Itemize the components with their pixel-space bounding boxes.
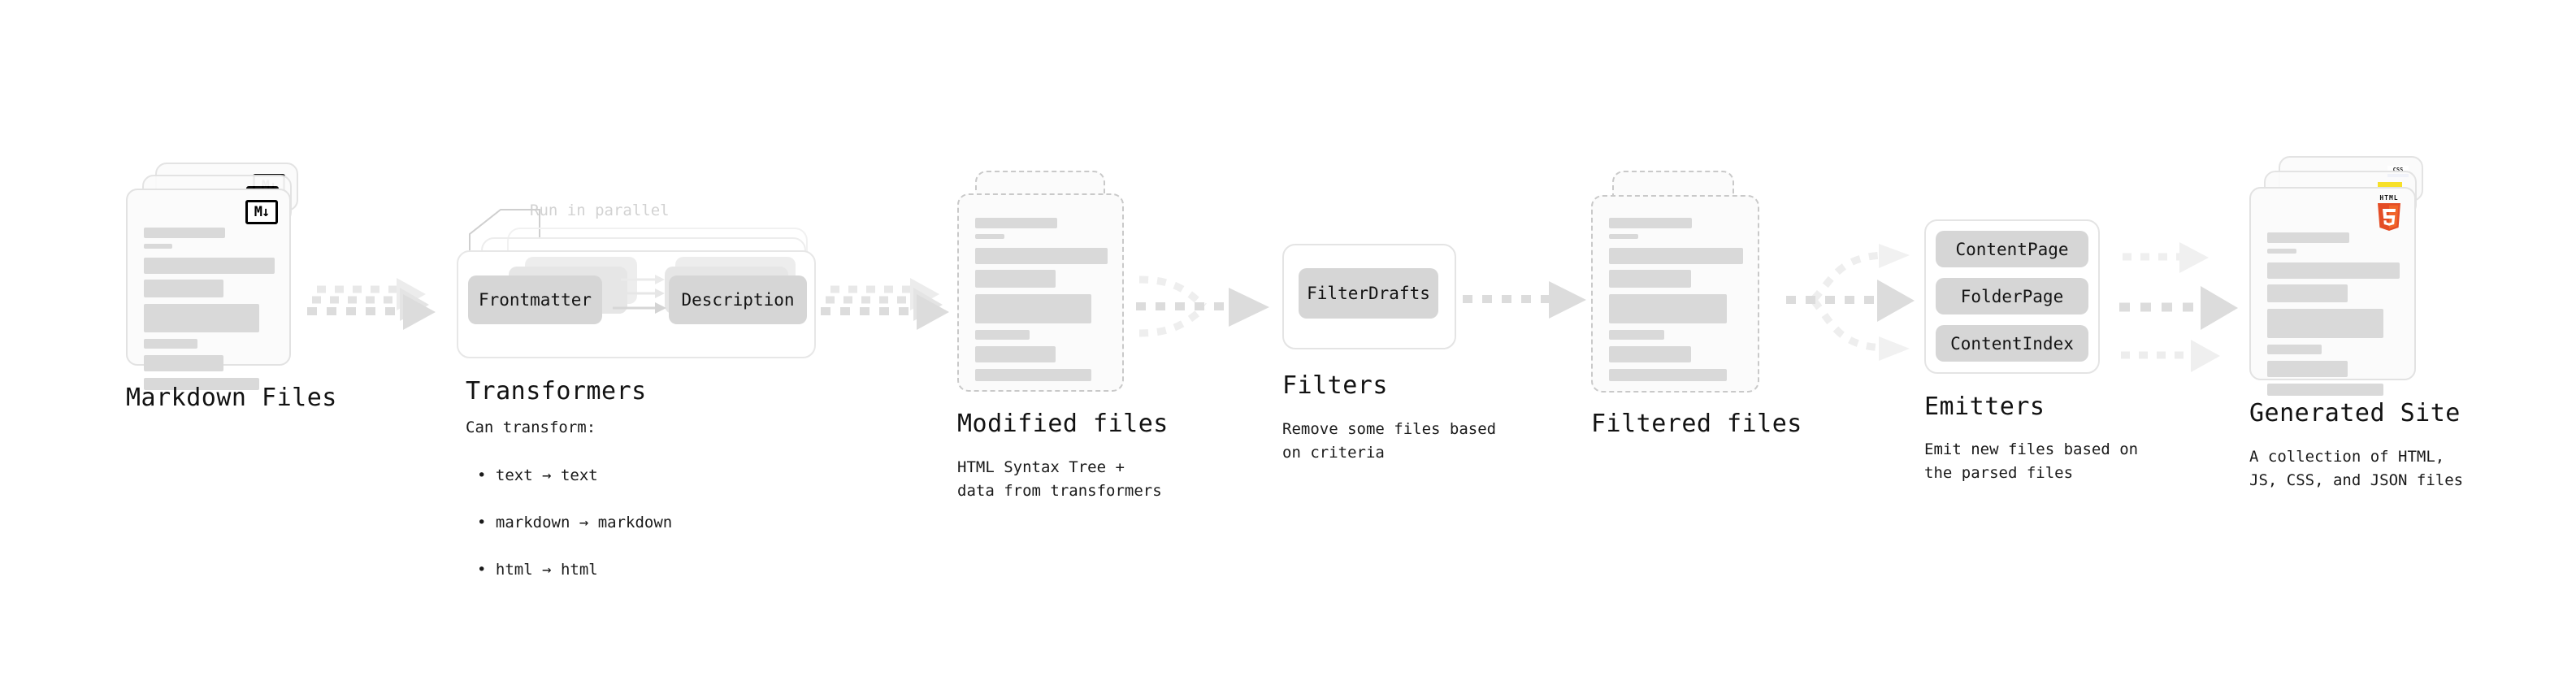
placeholder-line <box>975 234 1004 239</box>
html5-icon: HTML <box>2375 195 2403 232</box>
placeholder-line <box>975 294 1092 323</box>
generated-site-description: A collection of HTML, JS, CSS, and JSON … <box>2249 448 2464 489</box>
file-content-placeholder <box>1609 218 1743 381</box>
placeholder-line <box>2267 232 2350 243</box>
filters-description: Remove some files based on criteria <box>1282 420 1497 462</box>
transformer-node-label: Description <box>681 290 795 310</box>
placeholder-line <box>1609 270 1691 288</box>
placeholder-line <box>1609 234 1639 239</box>
bullet-text: text → text <box>495 466 598 484</box>
arrow-filtered-to-emitters <box>1770 236 1941 374</box>
transformers-desc-lead: Can transform: <box>466 419 596 436</box>
stage-markdown-files: M↓ M↓ M↓ <box>126 163 467 423</box>
file-content-placeholder <box>975 218 1108 381</box>
generated-file-front: HTML <box>2249 187 2416 396</box>
transformers-bullet: • html → html <box>466 536 672 582</box>
placeholder-line <box>2267 345 2322 354</box>
stage-modified-files: Modified files HTML Syntax Tree + data f… <box>957 171 1299 500</box>
stage-label-transformers: Transformers <box>466 377 647 406</box>
transformer-node-description[interactable]: Description <box>669 275 807 324</box>
emitter-node-folderpage[interactable]: FolderPage <box>1936 278 2088 314</box>
placeholder-line <box>2267 284 2348 302</box>
bullet-dot: • <box>477 561 496 579</box>
transformer-node-frontmatter[interactable]: Frontmatter <box>468 275 602 324</box>
filtered-file-front <box>1591 195 1759 393</box>
css-icon-label: CSS <box>2392 167 2404 173</box>
stage-generated-site: CSS HTML <box>2249 156 2576 489</box>
arrow-transformers-to-modified <box>821 268 967 349</box>
html5-icon-label: HTML <box>2379 194 2399 202</box>
placeholder-line <box>144 304 259 332</box>
stage-filtered-files: Filtered files <box>1591 171 1932 437</box>
placeholder-line <box>144 228 225 238</box>
placeholder-line <box>144 244 173 249</box>
generated-site-file-stack: CSS HTML <box>2249 156 2436 424</box>
markdown-file-front: M↓ <box>126 189 291 390</box>
placeholder-line <box>2267 309 2384 338</box>
emitter-node-label: ContentPage <box>1955 239 2069 259</box>
placeholder-line <box>2267 384 2384 396</box>
bullet-dot: • <box>477 466 496 484</box>
stage-label-filtered-files: Filtered files <box>1591 410 1802 438</box>
stage-label-generated-site: Generated Site <box>2249 399 2461 427</box>
placeholder-line <box>2267 361 2348 377</box>
emitter-node-label: ContentIndex <box>1950 333 2074 354</box>
placeholder-line <box>144 355 224 371</box>
file-content-placeholder <box>2267 232 2400 396</box>
markdown-icon: M↓ <box>245 200 278 224</box>
placeholder-line <box>1609 294 1728 323</box>
placeholder-line <box>975 330 1030 340</box>
emitters-description: Emit new files based on the parsed files <box>1924 440 2139 482</box>
placeholder-line <box>144 258 275 274</box>
placeholder-line <box>975 346 1056 362</box>
placeholder-line <box>1609 330 1664 340</box>
markdown-icon-glyph: M↓ <box>245 200 278 224</box>
parallel-bracket <box>469 209 540 257</box>
emitter-node-label: FolderPage <box>1960 286 2064 306</box>
modified-files-description: HTML Syntax Tree + data from transformer… <box>957 458 1162 500</box>
arrow-emitters-to-site <box>2119 229 2266 375</box>
placeholder-line <box>975 248 1108 264</box>
placeholder-line <box>2267 249 2296 254</box>
file-content-placeholder <box>144 228 275 390</box>
placeholder-line <box>1609 346 1691 362</box>
filtered-file-stack <box>1591 171 1766 414</box>
placeholder-line <box>975 218 1058 228</box>
filter-node-filterdrafts[interactable]: FilterDrafts <box>1299 268 1438 319</box>
markdown-file-stack: M↓ M↓ M↓ <box>126 163 301 423</box>
transformer-node-label: Frontmatter <box>478 290 592 310</box>
stage-label-emitters: Emitters <box>1924 393 2045 421</box>
html5-icon-glyph: HTML <box>2375 195 2403 232</box>
transformers-bullet: • markdown → markdown <box>466 488 672 535</box>
modified-file-stack <box>957 171 1132 414</box>
placeholder-line <box>144 280 224 297</box>
transformers-bullet: • text → text <box>466 441 672 488</box>
run-in-parallel-label: Run in parallel <box>530 202 670 219</box>
placeholder-line <box>975 369 1092 381</box>
transformers-description: Can transform: • text → text • markdown … <box>466 416 672 582</box>
placeholder-line <box>144 378 259 390</box>
filter-node-label: FilterDrafts <box>1307 284 1430 303</box>
modified-file-front <box>957 193 1124 392</box>
transformer-inner-arrows <box>613 275 666 314</box>
bullet-text: markdown → markdown <box>495 514 673 531</box>
html5-shield <box>2378 203 2400 231</box>
stage-label-filters: Filters <box>1282 371 1388 400</box>
placeholder-line <box>1609 369 1728 381</box>
placeholder-line <box>2267 262 2400 279</box>
emitter-node-contentpage[interactable]: ContentPage <box>1936 231 2088 267</box>
placeholder-line <box>1609 218 1693 228</box>
bullet-dot: • <box>477 514 496 531</box>
arrow-filters-to-filtered <box>1463 276 1601 349</box>
stage-label-markdown-files: Markdown Files <box>126 384 337 412</box>
emitter-node-contentindex[interactable]: ContentIndex <box>1936 325 2088 362</box>
placeholder-line <box>144 339 197 349</box>
bullet-text: html → html <box>495 561 598 579</box>
stage-label-modified-files: Modified files <box>957 410 1169 438</box>
placeholder-line <box>975 270 1056 288</box>
arrow-markdown-to-transformers <box>307 268 453 349</box>
placeholder-line <box>1609 248 1743 264</box>
arrow-modified-to-filters <box>1130 262 1292 359</box>
